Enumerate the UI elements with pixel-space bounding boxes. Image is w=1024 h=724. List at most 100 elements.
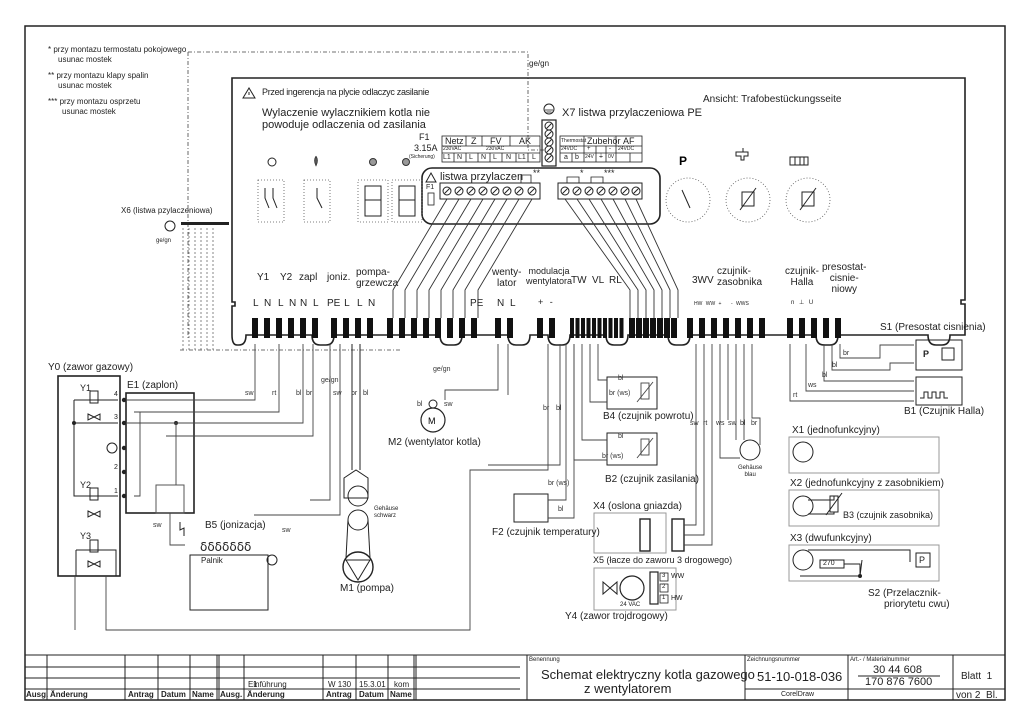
pins-zapl: N L: [300, 298, 319, 309]
gas-valve-internals: [73, 390, 118, 576]
power-icon: [267, 157, 277, 167]
page-border: [24, 25, 1006, 701]
pulse-icon: [920, 391, 948, 399]
sheet-of: von 2 Bl.: [956, 690, 998, 701]
zub-pin: a: [564, 154, 568, 161]
wire-tag: sw: [282, 527, 291, 534]
wire-tag: bl: [558, 506, 564, 513]
terminal-screws-left: [442, 186, 537, 196]
internal-wires: [392, 198, 679, 318]
b2-label: B2 (czujnik zasilania): [605, 474, 699, 485]
conn-label-pump: pompa- grzewcza: [356, 267, 399, 289]
connector-pin: [671, 318, 677, 338]
zub-pin: ⏚: [598, 154, 605, 160]
minus-sign: -: [609, 146, 611, 152]
pins-modulation: + -: [538, 297, 553, 307]
connector-pin: [288, 318, 294, 338]
wire-tag: bl: [618, 433, 624, 440]
note-3-sub: usunac mostek: [62, 107, 116, 116]
wire-tag: bl: [822, 372, 828, 379]
burner-label: Palnik: [201, 556, 223, 565]
board-connector-pins: [252, 318, 841, 338]
fv-header: FV: [490, 136, 502, 146]
pins-joniz: PE L: [327, 298, 350, 309]
hdr-ausg-2: Ausg.: [220, 690, 243, 699]
warning-text: Przed ingerencja na plycie odlaczyc zasi…: [262, 87, 430, 97]
connector-pin: [614, 318, 618, 338]
x6-strip: [181, 222, 229, 225]
wire-tag: rt: [793, 392, 798, 399]
e1-pin-4: 4: [114, 391, 118, 398]
wire-tag: bl: [618, 375, 624, 382]
pins-pump: L N: [357, 298, 376, 309]
variant-x2-box: [788, 489, 940, 527]
connector-pin: [276, 318, 282, 338]
netz-pin: N: [457, 154, 463, 161]
conn-label-hall: czujnik- Halla: [785, 266, 819, 288]
connector-pin: [787, 318, 793, 338]
z-header: Z: [471, 136, 477, 146]
spark-icon: [179, 522, 185, 536]
wire-tag: br (ws): [602, 453, 624, 460]
connector-pin: [699, 318, 705, 338]
netz-pin: N: [481, 154, 487, 161]
housing-blue-label: Gehäuse blau: [738, 465, 763, 478]
conn-label-tw: TW: [571, 275, 587, 286]
title-block-grid: [25, 654, 1005, 700]
hdr-name: Name: [192, 690, 214, 699]
zubehor-table: [559, 135, 643, 163]
hdr-ausg: Ausg.: [26, 690, 49, 699]
conn-label-rl: RL: [609, 275, 622, 286]
view-label: Ansicht: Trafobestückungsseite: [703, 94, 842, 105]
software-label: CorelDraw: [781, 691, 815, 698]
wire-tag: br: [843, 350, 850, 357]
drawing-number: 51-10-018-036: [757, 669, 843, 684]
netz-voltage: 230VAC: [443, 146, 462, 152]
connector-pin: [735, 318, 741, 338]
conn-label-zapl: zapl: [299, 272, 318, 283]
pins-y2: L N: [278, 298, 297, 309]
hdr-datum: Datum: [161, 690, 186, 699]
pressure-p-icon: P: [679, 154, 687, 168]
connector-pin: [657, 318, 663, 338]
pump-connector-black: [347, 485, 369, 507]
bridge-mark-3: ***: [604, 168, 615, 178]
note-3: *** przy montazu osprzetu: [48, 97, 141, 106]
conn-label-fan: wenty- lator: [492, 267, 522, 289]
note-1: * przy montazu termostatu pokojowego: [48, 45, 187, 54]
connector-pin: [411, 318, 417, 338]
af-header: AF: [623, 136, 635, 146]
note-2: ** przy montazu klapy spalin: [48, 71, 149, 80]
wire-tag: bl: [363, 390, 369, 397]
connector-pin: [507, 318, 513, 338]
wire-tag: sw: [690, 420, 699, 427]
pins-tank: - WWS: [731, 301, 749, 307]
netz-table: [441, 135, 541, 163]
fuse-note: (Sicherung): [409, 154, 435, 160]
zub-pin: 0V: [608, 154, 615, 160]
fan-ground-icon: [428, 399, 438, 409]
connector-pin: [603, 318, 607, 338]
netz-pin: L: [493, 154, 497, 161]
rev-antrag: W 130: [328, 680, 352, 689]
benennung-label: Benennung: [529, 657, 560, 663]
connector-pin: [435, 318, 441, 338]
connector-pin: [597, 318, 602, 338]
x6-ground-icon: [164, 220, 176, 232]
wire-tag: sw: [444, 401, 453, 408]
y2-label: Y2: [80, 480, 92, 490]
connector-pin: [312, 318, 318, 338]
ground-icon: [543, 103, 555, 115]
zub-pin: b: [575, 154, 579, 161]
connector-pin: [687, 318, 693, 338]
fan-m2-symbol: [420, 407, 446, 433]
conn-label-modulation: modulacja wentylatora: [526, 266, 573, 286]
y4-voltage: 24 VAC: [620, 602, 641, 608]
wire-tag: br: [543, 405, 550, 412]
conn-label-tank-sensor: czujnik- zasobnika: [717, 266, 763, 288]
connector-pin: [619, 318, 624, 338]
valve-wires: [74, 344, 561, 631]
gas-valve-label: Y0 (zawor gazowy): [48, 362, 134, 373]
connector-pin: [592, 318, 596, 338]
netz-pin: N: [506, 154, 512, 161]
